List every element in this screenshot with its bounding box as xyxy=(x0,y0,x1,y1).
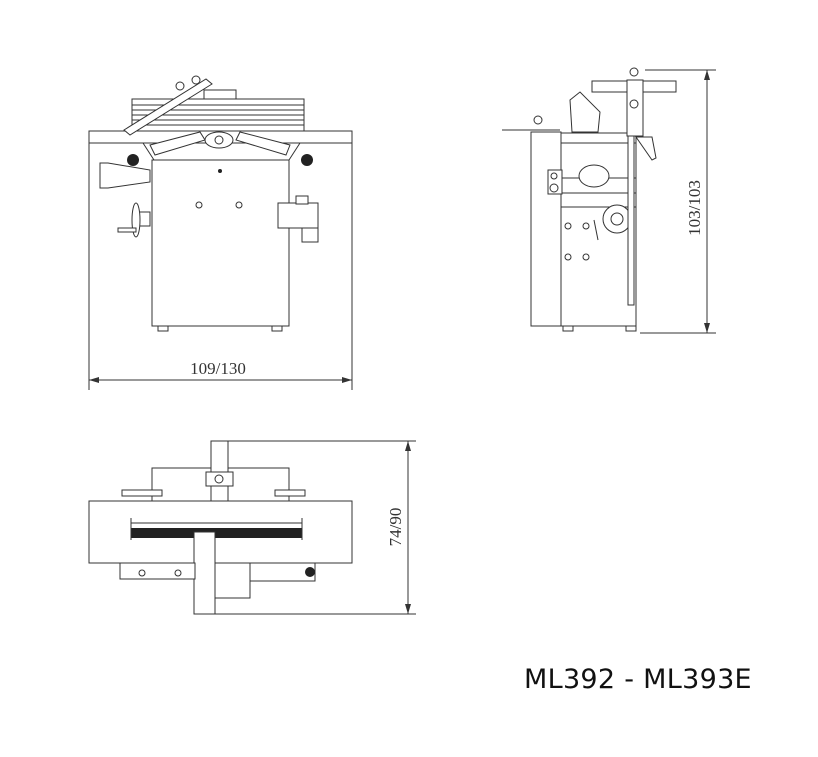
cutter-block xyxy=(131,528,302,538)
width-dimension-label: 109/130 xyxy=(190,359,246,378)
model-title: ML392 - ML393E xyxy=(524,664,752,695)
top-view: 74/90 xyxy=(88,440,416,615)
knob-icon xyxy=(191,75,201,85)
side-column xyxy=(530,131,562,327)
motor-switch xyxy=(277,202,319,229)
depth-dimension-label: 74/90 xyxy=(386,508,405,547)
top-fence-post xyxy=(210,440,229,502)
front-cabinet xyxy=(151,159,290,327)
gear-right-icon xyxy=(301,154,313,166)
front-view: 109/130 xyxy=(88,75,353,390)
top-lower-bar xyxy=(193,531,216,615)
side-view: 103/103 xyxy=(502,67,716,334)
height-dimension-label: 103/103 xyxy=(685,180,704,236)
dust-outlet xyxy=(99,162,151,189)
gear-left-icon xyxy=(127,154,139,166)
fence-arm xyxy=(123,78,213,136)
